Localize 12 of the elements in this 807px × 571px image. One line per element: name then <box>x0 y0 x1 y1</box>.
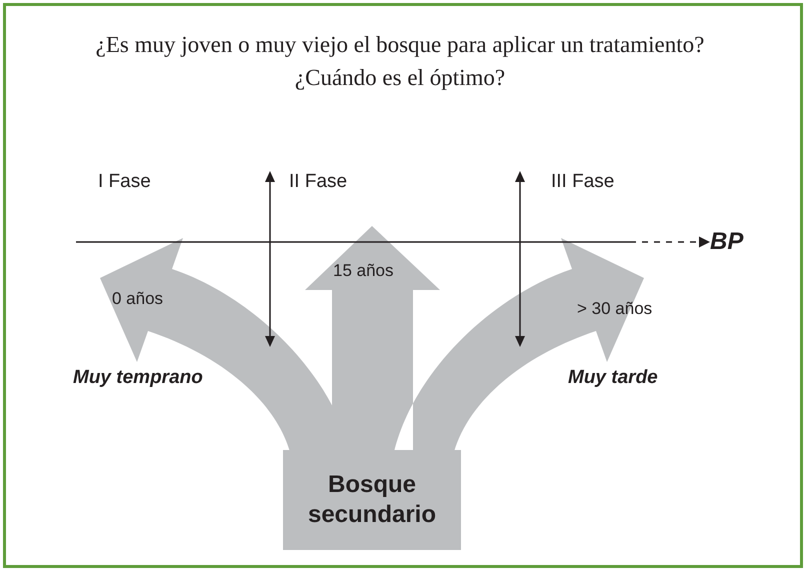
timing-label: Muy temprano <box>73 366 203 390</box>
phase-label: III Fase <box>551 170 614 194</box>
age-label: > 30 años <box>577 298 652 320</box>
title: ¿Es muy joven o muy viejo el bosque para aplicar un tratamiento? ¿Cuándo es el óptimo? <box>94 31 706 92</box>
phase-label: I Fase <box>98 170 151 194</box>
timing-label: Muy tarde <box>568 366 658 390</box>
node-label: BP <box>710 227 772 257</box>
phase-label: II Fase <box>289 170 348 194</box>
age-label: 15 años <box>333 260 394 282</box>
age-label: 0 años <box>112 288 164 310</box>
arrow <box>630 236 710 248</box>
trunk-box: Bosque secundario <box>283 450 461 550</box>
